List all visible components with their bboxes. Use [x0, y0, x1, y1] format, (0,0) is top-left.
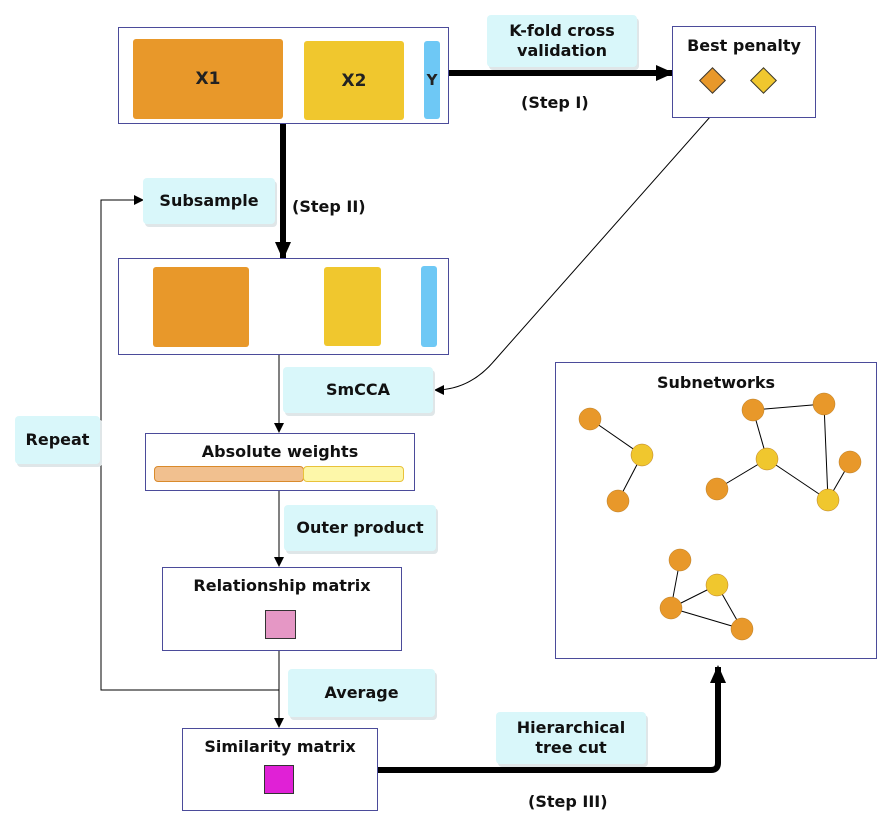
hierarchical-tree-cut-tag: Hierarchical tree cut: [496, 712, 646, 764]
best-penalty-title: Best penalty: [687, 36, 801, 55]
repeat-tag: Repeat: [15, 416, 100, 464]
smcca-tag: SmCCA: [283, 367, 433, 413]
data-matrix-box: X1 X2 Y: [118, 27, 449, 124]
relationship-matrix-title: Relationship matrix: [193, 576, 371, 595]
node-orange: [606, 489, 630, 513]
x1-block: X1: [133, 39, 283, 119]
penalty-x1-diamond: [699, 67, 726, 94]
x1-label: X1: [195, 69, 221, 89]
subsample-x2-block: [324, 267, 381, 346]
best-penalty-box: Best penalty: [672, 26, 816, 118]
x2-block: X2: [304, 41, 404, 120]
node-orange: [838, 450, 862, 474]
absolute-weights-box: Absolute weights: [145, 433, 415, 491]
weights-x1-bar: [154, 466, 304, 482]
node-orange: [705, 477, 729, 501]
subnetwork-graphs: [578, 392, 862, 641]
outer-product-tag: Outer product: [284, 505, 436, 551]
step2-label: (Step II): [292, 197, 366, 216]
node-orange: [659, 596, 683, 620]
subsample-label: Subsample: [159, 191, 259, 210]
y-label: Y: [426, 71, 438, 89]
subsample-y-block: [421, 266, 437, 347]
repeat-loop-arrow: [100, 195, 279, 691]
weights-x2-bar: [303, 466, 404, 482]
node-orange: [741, 398, 765, 422]
kfold-cv-tag: K-fold cross validation: [487, 15, 637, 67]
step3-label: (Step III): [528, 792, 608, 811]
node-orange: [668, 548, 692, 572]
penalty-x2-diamond: [750, 67, 777, 94]
y-block: Y: [424, 41, 440, 119]
node-yellow: [816, 488, 840, 512]
outer-product-label: Outer product: [296, 518, 424, 537]
node-yellow: [630, 443, 654, 467]
subnetworks-title: Subnetworks: [656, 373, 776, 392]
absolute-weights-title: Absolute weights: [201, 442, 359, 461]
node-yellow: [755, 447, 779, 471]
node-yellow: [705, 573, 729, 597]
step1-label: (Step I): [521, 93, 589, 112]
smcca-label: SmCCA: [325, 380, 391, 399]
penalty-to-smcca-arrow: [434, 116, 711, 395]
similarity-matrix-box: Similarity matrix: [182, 728, 378, 811]
relationship-matrix-box: Relationship matrix: [162, 567, 402, 651]
node-orange: [578, 407, 602, 431]
subnetworks-box: Subnetworks: [555, 362, 877, 659]
node-orange: [812, 392, 836, 416]
subsample-data-box: [118, 258, 449, 355]
average-label: Average: [324, 683, 399, 702]
similarity-matrix-title: Similarity matrix: [204, 737, 356, 756]
kfold-cv-label: K-fold cross validation: [509, 21, 615, 60]
similarity-matrix-swatch: [264, 765, 294, 794]
subsample-tag: Subsample: [143, 178, 275, 224]
average-tag: Average: [288, 669, 435, 717]
subsample-x1-block: [153, 267, 249, 347]
repeat-label: Repeat: [25, 430, 90, 449]
x2-label: X2: [341, 70, 367, 91]
step3-arrow: [378, 665, 726, 773]
relationship-matrix-swatch: [265, 610, 296, 639]
node-orange: [730, 617, 754, 641]
hierarchical-tree-cut-label: Hierarchical tree cut: [516, 718, 626, 757]
